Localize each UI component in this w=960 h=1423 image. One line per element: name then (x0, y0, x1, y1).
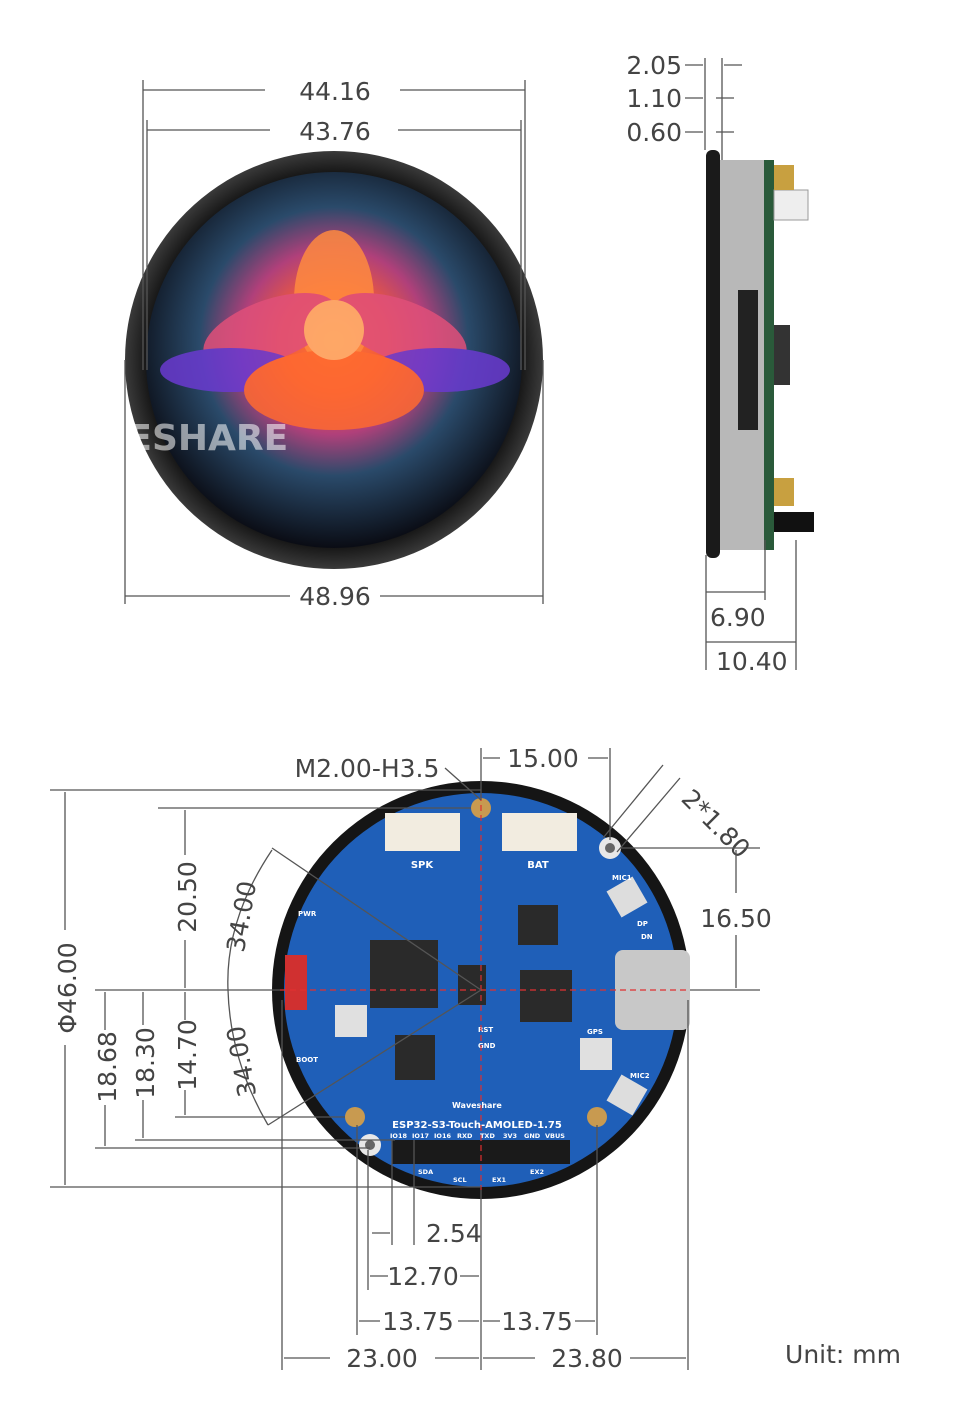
dim-23-00: 23.00 (346, 1344, 418, 1373)
back-view: SPK BAT PWR BOOT RST GND GPS MIC1 MIC2 D… (50, 744, 772, 1373)
dim-20-50: 20.50 (173, 861, 202, 933)
front-view: WAVESHARE 44.16 43.76 48.96 (36, 77, 544, 611)
dim-10-40: 10.40 (716, 647, 788, 676)
dim-1-10: 1.10 (626, 84, 682, 113)
pin-label: IO16 (434, 1132, 451, 1140)
side-view: 2.05 1.10 0.60 6.90 10.40 (626, 51, 814, 676)
label-scl: SCL (453, 1176, 467, 1184)
label-spk: SPK (411, 860, 435, 871)
dim-2-54: 2.54 (426, 1219, 482, 1248)
dim-radius-34-lower: 34.00 (221, 1024, 262, 1100)
dim-14-70: 14.70 (173, 1019, 202, 1091)
dim-2-05: 2.05 (626, 51, 682, 80)
pin-label: IO17 (412, 1132, 429, 1140)
flower-petals (160, 230, 510, 430)
label-gps: GPS (587, 1028, 603, 1036)
label-model: ESP32-S3-Touch-AMOLED-1.75 (392, 1120, 562, 1131)
dim-18-30: 18.30 (131, 1027, 160, 1099)
mount-hole-right (587, 1107, 607, 1127)
label-pwr: PWR (298, 910, 317, 918)
dim-44-16: 44.16 (299, 77, 371, 106)
dim-hole-spec: M2.00-H3.5 (295, 754, 440, 783)
pin-label: GND (524, 1132, 541, 1140)
label-dp: DP (637, 920, 648, 928)
dim-2x1-80: 2*1.80 (676, 784, 756, 864)
dim-13-75-right: 13.75 (501, 1307, 573, 1336)
dim-0-60: 0.60 (626, 118, 682, 147)
dim-12-70: 12.70 (387, 1262, 459, 1291)
label-mic2: MIC2 (630, 1072, 650, 1080)
watermark: WAVESHARE (36, 418, 288, 459)
dim-18-68: 18.68 (93, 1031, 122, 1103)
dim-6-90: 6.90 (710, 603, 766, 632)
dim-13-75-left: 13.75 (382, 1307, 454, 1336)
dim-diameter-46: Φ46.00 (53, 942, 82, 1033)
pin-label: TXD (480, 1132, 495, 1140)
dim-16-50: 16.50 (700, 904, 772, 933)
dim-48-96: 48.96 (299, 582, 371, 611)
label-gnd: GND (478, 1042, 496, 1050)
label-bat: BAT (527, 860, 549, 871)
label-dn: DN (641, 933, 653, 941)
label-sda: SDA (418, 1168, 433, 1176)
dim-23-80: 23.80 (551, 1344, 623, 1373)
battery-fuse (285, 955, 307, 1010)
pin-label: VBUS (545, 1132, 565, 1140)
pin-label: RXD (457, 1132, 473, 1140)
unit-label: Unit: mm (785, 1340, 901, 1369)
mount-hole-left (345, 1107, 365, 1127)
dim-radius-34-upper: 34.00 (221, 879, 262, 955)
label-brand: Waveshare (452, 1101, 502, 1110)
bat-connector (502, 813, 577, 851)
label-ex1: EX1 (492, 1176, 506, 1184)
spk-connector (385, 813, 460, 851)
label-boot: BOOT (296, 1056, 318, 1064)
label-mic1: MIC1 (612, 874, 632, 882)
pin-label: IO18 (390, 1132, 407, 1140)
esp32-chip (370, 940, 438, 1008)
label-rst: RST (478, 1026, 493, 1034)
dim-15-00: 15.00 (507, 744, 579, 773)
dim-43-76: 43.76 (299, 117, 371, 146)
pin-label: 3V3 (503, 1132, 517, 1140)
label-ex2: EX2 (530, 1168, 544, 1176)
